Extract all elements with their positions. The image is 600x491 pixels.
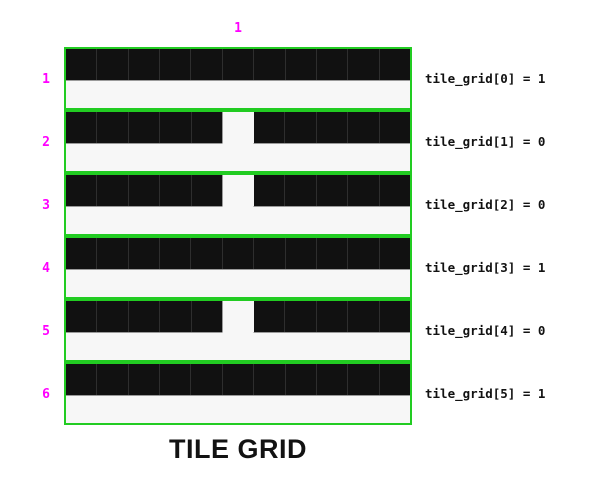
tile-filled xyxy=(253,175,286,206)
tile-filled xyxy=(379,112,410,143)
tile-filled xyxy=(348,364,380,395)
row-axis-label-4: 4 xyxy=(42,260,50,276)
tile-empty xyxy=(223,112,254,143)
tile-band xyxy=(66,364,410,395)
column-axis-label: 1 xyxy=(234,21,242,36)
tile-band-edge xyxy=(66,143,410,144)
tile-filled xyxy=(285,301,317,332)
tile-band-edge xyxy=(66,332,410,333)
tile-filled xyxy=(160,112,192,143)
tile-filled xyxy=(379,175,410,206)
page-title: TILE GRID xyxy=(169,434,307,464)
tile-filled xyxy=(316,49,349,80)
tile-filled xyxy=(254,49,286,80)
tile-filled xyxy=(348,238,380,269)
row-axis-label-1: 1 xyxy=(42,71,50,87)
tile-filled xyxy=(379,301,410,332)
tile-band xyxy=(66,112,410,143)
tile-filled xyxy=(128,301,161,332)
tile-grid-row xyxy=(64,47,412,110)
row-axis-label-3: 3 xyxy=(42,197,50,213)
tile-filled xyxy=(253,112,286,143)
tile-grid-annotation: tile_grid[2] = 0 xyxy=(425,196,546,212)
tile-filled xyxy=(160,49,192,80)
tile-filled xyxy=(348,49,380,80)
tile-filled xyxy=(316,238,349,269)
tile-grid-annotation: tile_grid[4] = 0 xyxy=(425,322,546,338)
tile-grid-plot xyxy=(64,47,412,425)
tile-filled xyxy=(128,49,161,80)
tile-filled xyxy=(254,238,286,269)
tile-filled xyxy=(285,364,317,395)
tile-filled xyxy=(66,49,98,80)
tile-filled xyxy=(191,364,223,395)
tile-filled xyxy=(316,301,349,332)
tile-filled xyxy=(66,112,98,143)
tile-filled xyxy=(285,49,317,80)
row-axis-label-2: 2 xyxy=(42,134,50,150)
tile-filled xyxy=(128,364,161,395)
tile-grid-row xyxy=(64,173,412,236)
tile-filled xyxy=(191,238,223,269)
tile-filled xyxy=(66,175,98,206)
tile-filled xyxy=(128,112,161,143)
tile-filled xyxy=(348,301,380,332)
tile-filled xyxy=(254,364,286,395)
tile-filled xyxy=(97,49,129,80)
tile-filled xyxy=(253,301,286,332)
tile-filled xyxy=(128,238,161,269)
tile-filled xyxy=(285,112,317,143)
tile-filled xyxy=(160,238,192,269)
tile-filled xyxy=(316,364,349,395)
tile-band xyxy=(66,175,410,206)
tile-grid-annotation: tile_grid[1] = 0 xyxy=(425,133,546,149)
tile-grid-annotation: tile_grid[3] = 1 xyxy=(425,259,546,275)
tile-filled xyxy=(379,49,410,80)
tile-filled xyxy=(160,301,192,332)
row-axis-label-5: 5 xyxy=(42,323,50,339)
tile-filled xyxy=(97,238,129,269)
tile-filled xyxy=(285,238,317,269)
tile-filled xyxy=(348,112,380,143)
tile-filled xyxy=(191,112,224,143)
tile-grid-row xyxy=(64,236,412,299)
tile-band xyxy=(66,49,410,80)
tile-filled xyxy=(97,364,129,395)
tile-grid-row xyxy=(64,299,412,362)
tile-band-edge xyxy=(66,269,410,270)
tile-filled xyxy=(379,364,410,395)
tile-filled xyxy=(222,364,255,395)
tile-band-edge xyxy=(66,206,410,207)
tile-filled xyxy=(285,175,317,206)
tile-band-edge xyxy=(66,80,410,81)
tile-filled xyxy=(66,301,98,332)
tile-filled xyxy=(222,238,255,269)
tile-filled xyxy=(379,238,410,269)
tile-filled xyxy=(128,175,161,206)
tile-grid-annotation: tile_grid[0] = 1 xyxy=(425,70,546,86)
tile-filled xyxy=(191,175,224,206)
tile-band xyxy=(66,238,410,269)
tile-filled xyxy=(348,175,380,206)
tile-filled xyxy=(66,238,98,269)
tile-grid-row xyxy=(64,110,412,173)
tile-grid-annotation: tile_grid[5] = 1 xyxy=(425,385,546,401)
tile-filled xyxy=(97,175,129,206)
tile-filled xyxy=(66,364,98,395)
row-axis-label-6: 6 xyxy=(42,386,50,402)
tile-filled xyxy=(316,175,349,206)
tile-filled xyxy=(191,301,224,332)
tile-band-edge xyxy=(66,395,410,396)
tile-filled xyxy=(160,364,192,395)
tile-band xyxy=(66,301,410,332)
tile-filled xyxy=(97,112,129,143)
tile-filled xyxy=(160,175,192,206)
tile-grid-row xyxy=(64,362,412,425)
tile-filled xyxy=(97,301,129,332)
tile-empty xyxy=(223,175,254,206)
tile-filled xyxy=(222,49,255,80)
tile-filled xyxy=(316,112,349,143)
tile-filled xyxy=(191,49,223,80)
tile-empty xyxy=(223,301,254,332)
